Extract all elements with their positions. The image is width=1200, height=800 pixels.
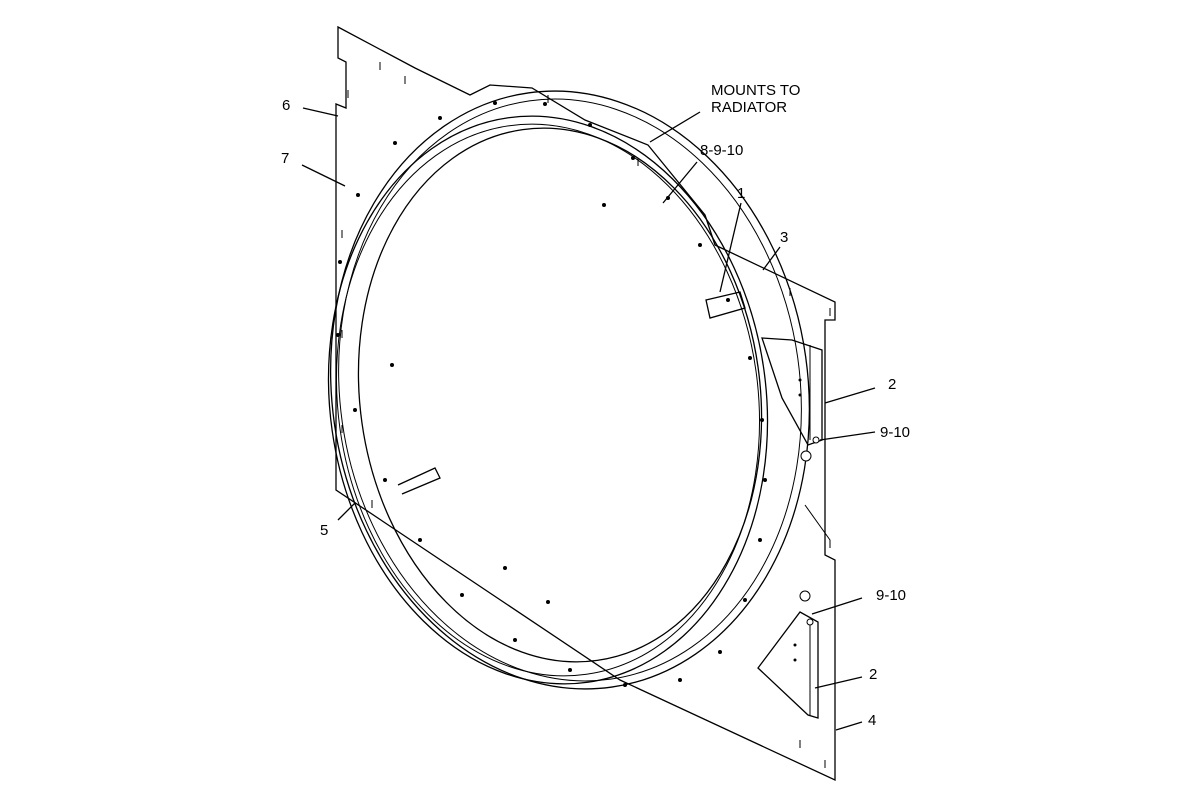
- callout-mounts-to-radiator: MOUNTS TO RADIATOR: [711, 82, 800, 116]
- callout-6: 6: [282, 97, 291, 114]
- barrel-seams: [397, 291, 746, 495]
- callout-2-lower: 2: [869, 666, 878, 683]
- callout-3: 3: [780, 229, 789, 246]
- callout-mounts-line1: MOUNTS TO: [711, 82, 801, 99]
- callout-9-10-lower: 9-10: [876, 587, 907, 604]
- ring-bolts: [336, 101, 767, 687]
- callout-8-9-10: 8-9-10: [700, 142, 744, 159]
- callout-5: 5: [320, 522, 329, 539]
- callout-mounts-line2: RADIATOR: [711, 99, 788, 116]
- callout-4: 4: [868, 712, 877, 729]
- callout-9-10-upper: 9-10: [880, 424, 911, 441]
- barrel-ring-inner: [336, 123, 760, 677]
- leader-lines: [301, 107, 876, 731]
- shroud-plate-outline: [335, 25, 836, 782]
- barrel-ring-outer: [327, 115, 769, 685]
- upper-bracket: [761, 337, 823, 446]
- callout-7: 7: [281, 150, 290, 167]
- flange-ring-outer: [329, 90, 811, 690]
- callout-2-upper: 2: [888, 376, 897, 393]
- callout-1: 1: [737, 185, 746, 202]
- barrel-opening: [357, 127, 763, 663]
- flange-ring-inner: [338, 98, 802, 682]
- lower-bracket: [757, 611, 819, 719]
- plate-slots: [341, 62, 831, 768]
